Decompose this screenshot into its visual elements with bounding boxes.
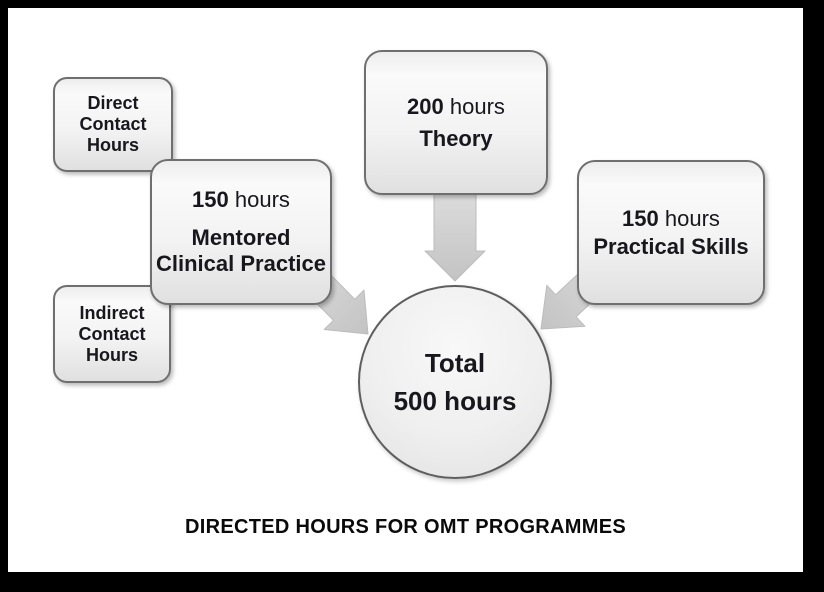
node-label-line: Direct bbox=[87, 93, 139, 113]
hours-line: 150 hours bbox=[622, 206, 720, 232]
node-label-line: Hours bbox=[86, 135, 139, 155]
node-label-line: Hours bbox=[85, 344, 138, 365]
node-title-line: Theory bbox=[419, 125, 493, 151]
hours-value: 200 bbox=[407, 93, 444, 119]
hours-unit: hours bbox=[234, 187, 290, 212]
node-theory: 200 hours Theory bbox=[364, 50, 548, 195]
node-label-line: Contact bbox=[78, 323, 146, 344]
node-practical-skills: 150 hours Practical Skills bbox=[577, 160, 765, 305]
hours-unit: hours bbox=[664, 205, 720, 231]
hours-unit: hours bbox=[449, 93, 505, 119]
node-title-line: Mentored bbox=[191, 225, 291, 250]
node-indirect-contact-hours: Indirect Contact Hours bbox=[53, 285, 171, 383]
node-title-line: Clinical Practice bbox=[156, 251, 326, 276]
total-hours: 500 hours bbox=[393, 386, 517, 416]
node-label-line: Contact bbox=[79, 114, 147, 134]
hours-line: 150 hours bbox=[192, 187, 290, 213]
node-mentored-clinical-practice: 150 hours Mentored Clinical Practice bbox=[150, 159, 332, 305]
node-direct-contact-hours: Direct Contact Hours bbox=[53, 77, 173, 172]
diagram-caption: DIRECTED HOURS FOR OMT PROGRAMMES bbox=[184, 516, 626, 538]
node-total-circle: Total 500 hours bbox=[358, 285, 552, 479]
hours-value: 150 bbox=[622, 205, 659, 231]
hours-value: 150 bbox=[192, 187, 229, 212]
node-title-line: Practical Skills bbox=[593, 233, 749, 259]
total-label: Total bbox=[424, 348, 486, 378]
node-label-line: Indirect bbox=[79, 302, 145, 323]
hours-line: 200 hours bbox=[407, 94, 505, 120]
